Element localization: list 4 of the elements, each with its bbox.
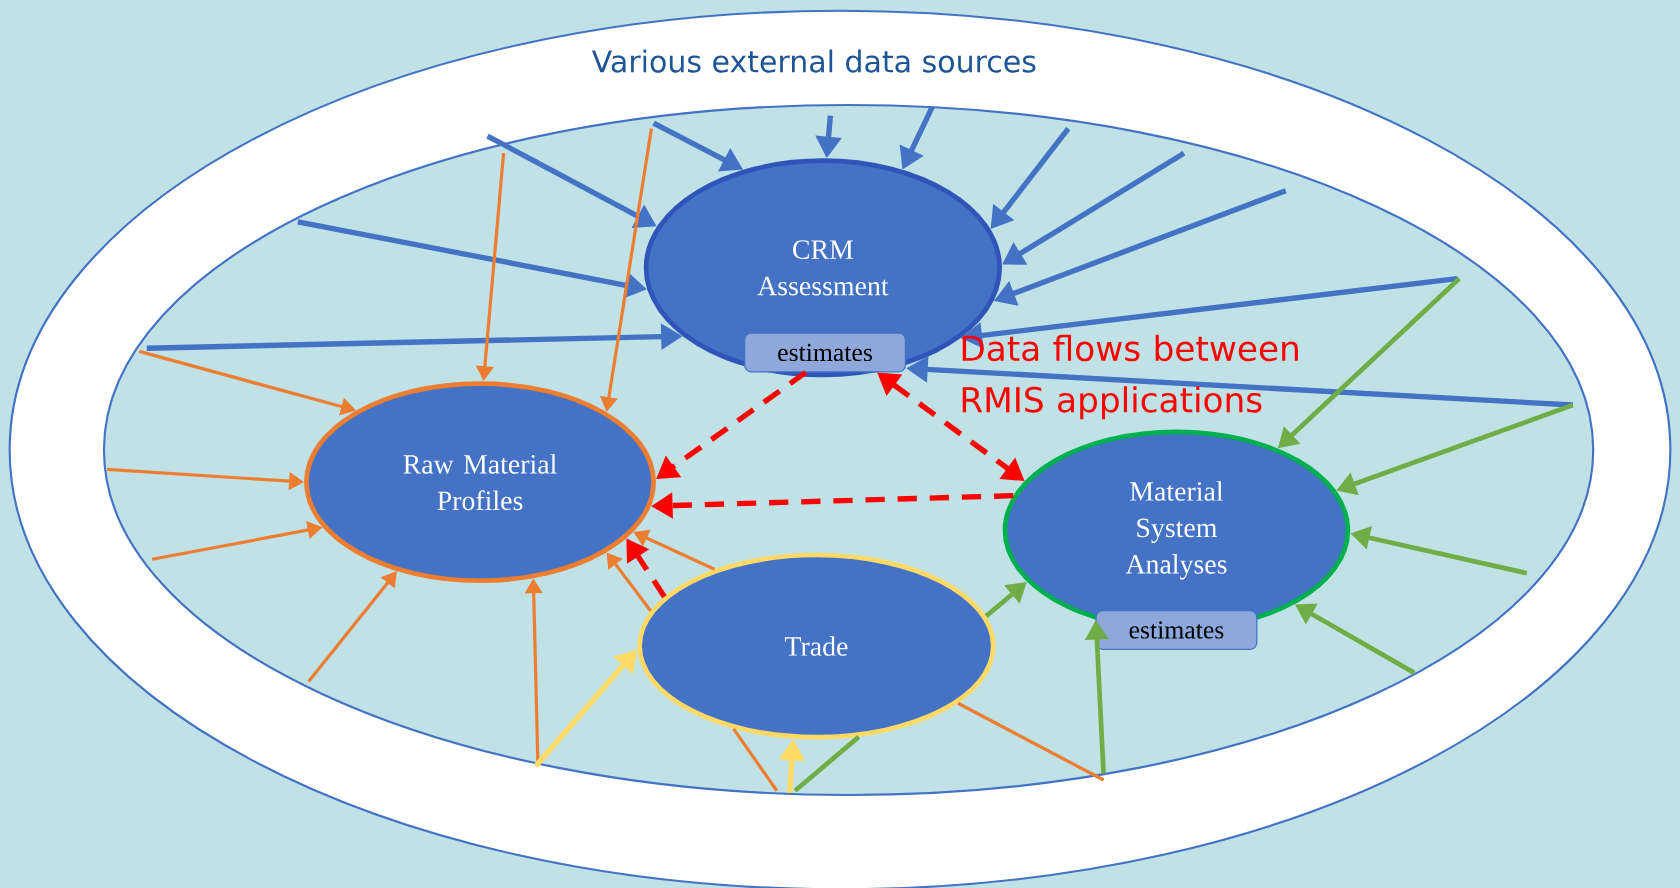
- arrow: [307, 571, 397, 683]
- estimates-box: estimates: [1095, 609, 1258, 650]
- estimates-box: estimates: [744, 332, 906, 373]
- ring-title: Various external data sources: [591, 49, 1036, 73]
